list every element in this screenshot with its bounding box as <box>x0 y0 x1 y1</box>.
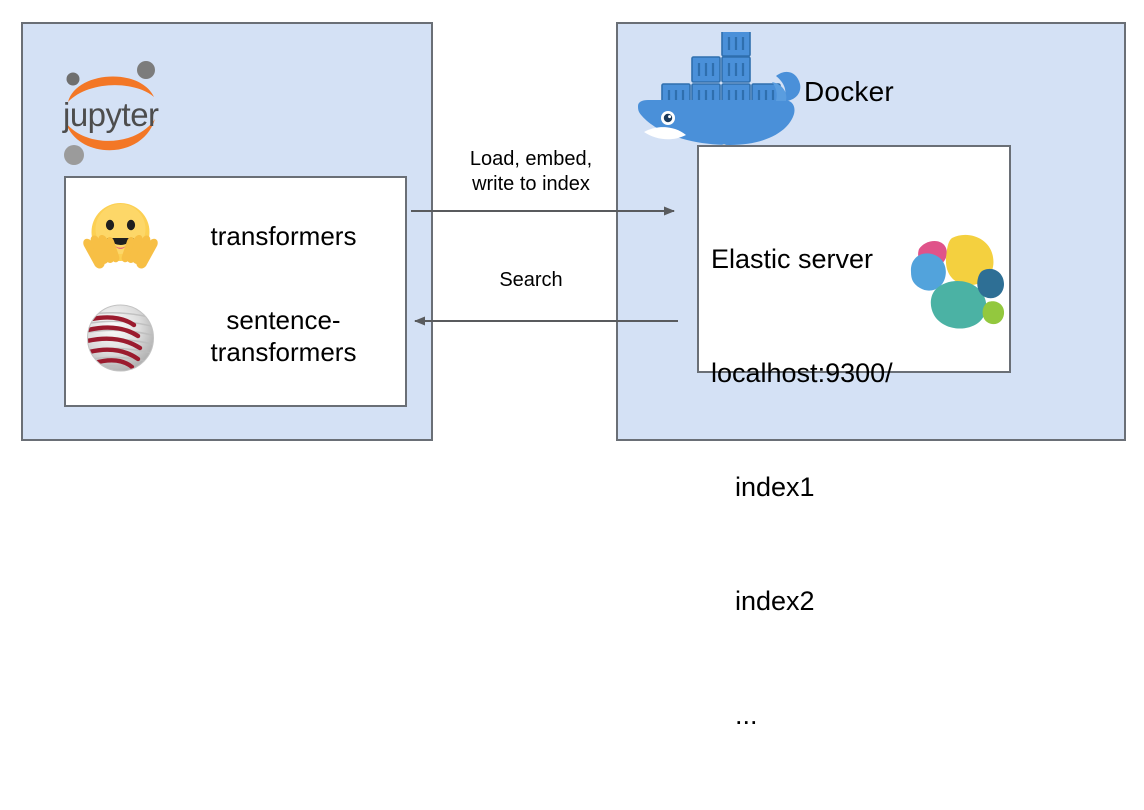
elastic-line-ellipsis: ... <box>735 700 758 730</box>
library-label-transformers: transformers <box>210 221 357 251</box>
load-embed-write-label: Load, embed, write to index <box>469 148 593 195</box>
library-item-sentence-transformers[interactable]: sentence- transformers <box>78 286 398 386</box>
elastic-line-index2: index2 <box>735 586 815 616</box>
docker-label: Docker <box>804 76 894 107</box>
hugging-face-icon <box>78 194 163 279</box>
sentence-transformers-icon <box>78 294 163 379</box>
svg-text:jupyter: jupyter <box>62 96 159 133</box>
library-item-transformers[interactable]: transformers <box>78 196 398 276</box>
elastic-line-title: Elastic server <box>711 244 874 274</box>
elastic-server-text: Elastic server localhost:9300/ index1 in… <box>711 164 893 810</box>
elastic-line-host: localhost:9300/ <box>711 358 893 388</box>
elastic-logo-icon <box>908 228 1006 331</box>
jupyter-panel: jupyter <box>21 22 433 441</box>
diagram-canvas: jupyter <box>21 22 1126 730</box>
elastic-line-index1: index1 <box>735 472 815 502</box>
docker-whale-icon <box>626 30 801 150</box>
library-label-sentence-transformers: sentence- transformers <box>210 305 357 367</box>
search-label: Search <box>499 269 563 291</box>
jupyter-logo: jupyter <box>54 53 164 168</box>
